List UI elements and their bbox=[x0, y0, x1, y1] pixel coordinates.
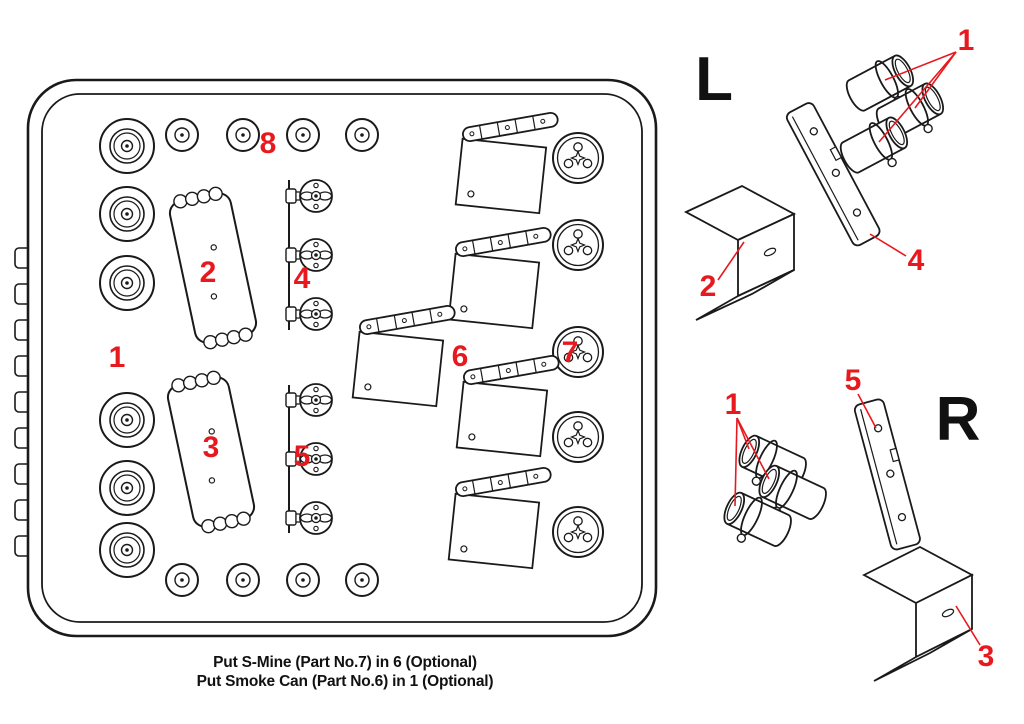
leader-line bbox=[736, 417, 770, 480]
leader-line bbox=[734, 417, 738, 507]
round-port bbox=[99, 460, 155, 516]
screw-port bbox=[552, 219, 604, 271]
bracket-part-3 bbox=[862, 545, 974, 682]
small-port bbox=[345, 563, 379, 597]
callout-8: 8 bbox=[260, 127, 277, 160]
hull-top-view: 1 2 3 4 5 6 7 8 bbox=[14, 78, 658, 638]
discharger-cluster-4 bbox=[285, 179, 333, 331]
detail-callout-r3: 3 bbox=[978, 640, 995, 673]
detail-view-right: R 1 5 3 bbox=[714, 364, 995, 682]
leader-line bbox=[884, 51, 957, 81]
small-port bbox=[345, 118, 379, 152]
detail-callout-l4: 4 bbox=[908, 244, 925, 277]
detail-callout-l1: 1 bbox=[958, 24, 975, 57]
detail-callout-l2: 2 bbox=[700, 270, 717, 303]
callout-1: 1 bbox=[109, 341, 126, 374]
discharger-cluster-5 bbox=[285, 383, 333, 535]
screw-port bbox=[552, 411, 604, 463]
callout-7: 7 bbox=[562, 336, 579, 369]
round-port bbox=[99, 118, 155, 174]
round-port bbox=[99, 255, 155, 311]
leader-line bbox=[857, 393, 877, 429]
note-line-2: Put Smoke Can (Part No.6) in 1 (Optional… bbox=[197, 673, 494, 690]
leader-line bbox=[878, 51, 957, 143]
leader-line bbox=[914, 51, 957, 109]
leader-line bbox=[955, 605, 981, 646]
small-port bbox=[286, 563, 320, 597]
assembly-notes: Put S-Mine (Part No.7) in 6 (Optional) P… bbox=[197, 654, 494, 690]
small-port bbox=[165, 118, 199, 152]
view-letter-l: L bbox=[695, 45, 733, 114]
small-port bbox=[165, 563, 199, 597]
callout-6: 6 bbox=[452, 340, 469, 373]
round-port bbox=[99, 392, 155, 448]
view-letter-r: R bbox=[936, 385, 981, 454]
callout-4: 4 bbox=[294, 262, 311, 295]
detail-callout-r5: 5 bbox=[845, 364, 862, 397]
round-port bbox=[99, 522, 155, 578]
mount-plate-4 bbox=[783, 100, 883, 249]
callout-2: 2 bbox=[200, 256, 217, 289]
small-port bbox=[226, 118, 260, 152]
small-port bbox=[286, 118, 320, 152]
screw-port bbox=[552, 506, 604, 558]
small-port bbox=[226, 563, 260, 597]
detail-view-left: L 1 2 4 bbox=[683, 24, 975, 321]
round-port bbox=[99, 186, 155, 242]
leader-line bbox=[717, 241, 745, 281]
callout-3: 3 bbox=[203, 431, 220, 464]
note-line-1: Put S-Mine (Part No.7) in 6 (Optional) bbox=[213, 654, 477, 671]
bracket-part-2 bbox=[683, 184, 797, 321]
callout-5: 5 bbox=[294, 440, 311, 473]
screw-port bbox=[552, 132, 604, 184]
detail-callout-r1: 1 bbox=[725, 388, 742, 421]
leader-line bbox=[869, 233, 907, 257]
mount-plate-5 bbox=[852, 397, 923, 552]
